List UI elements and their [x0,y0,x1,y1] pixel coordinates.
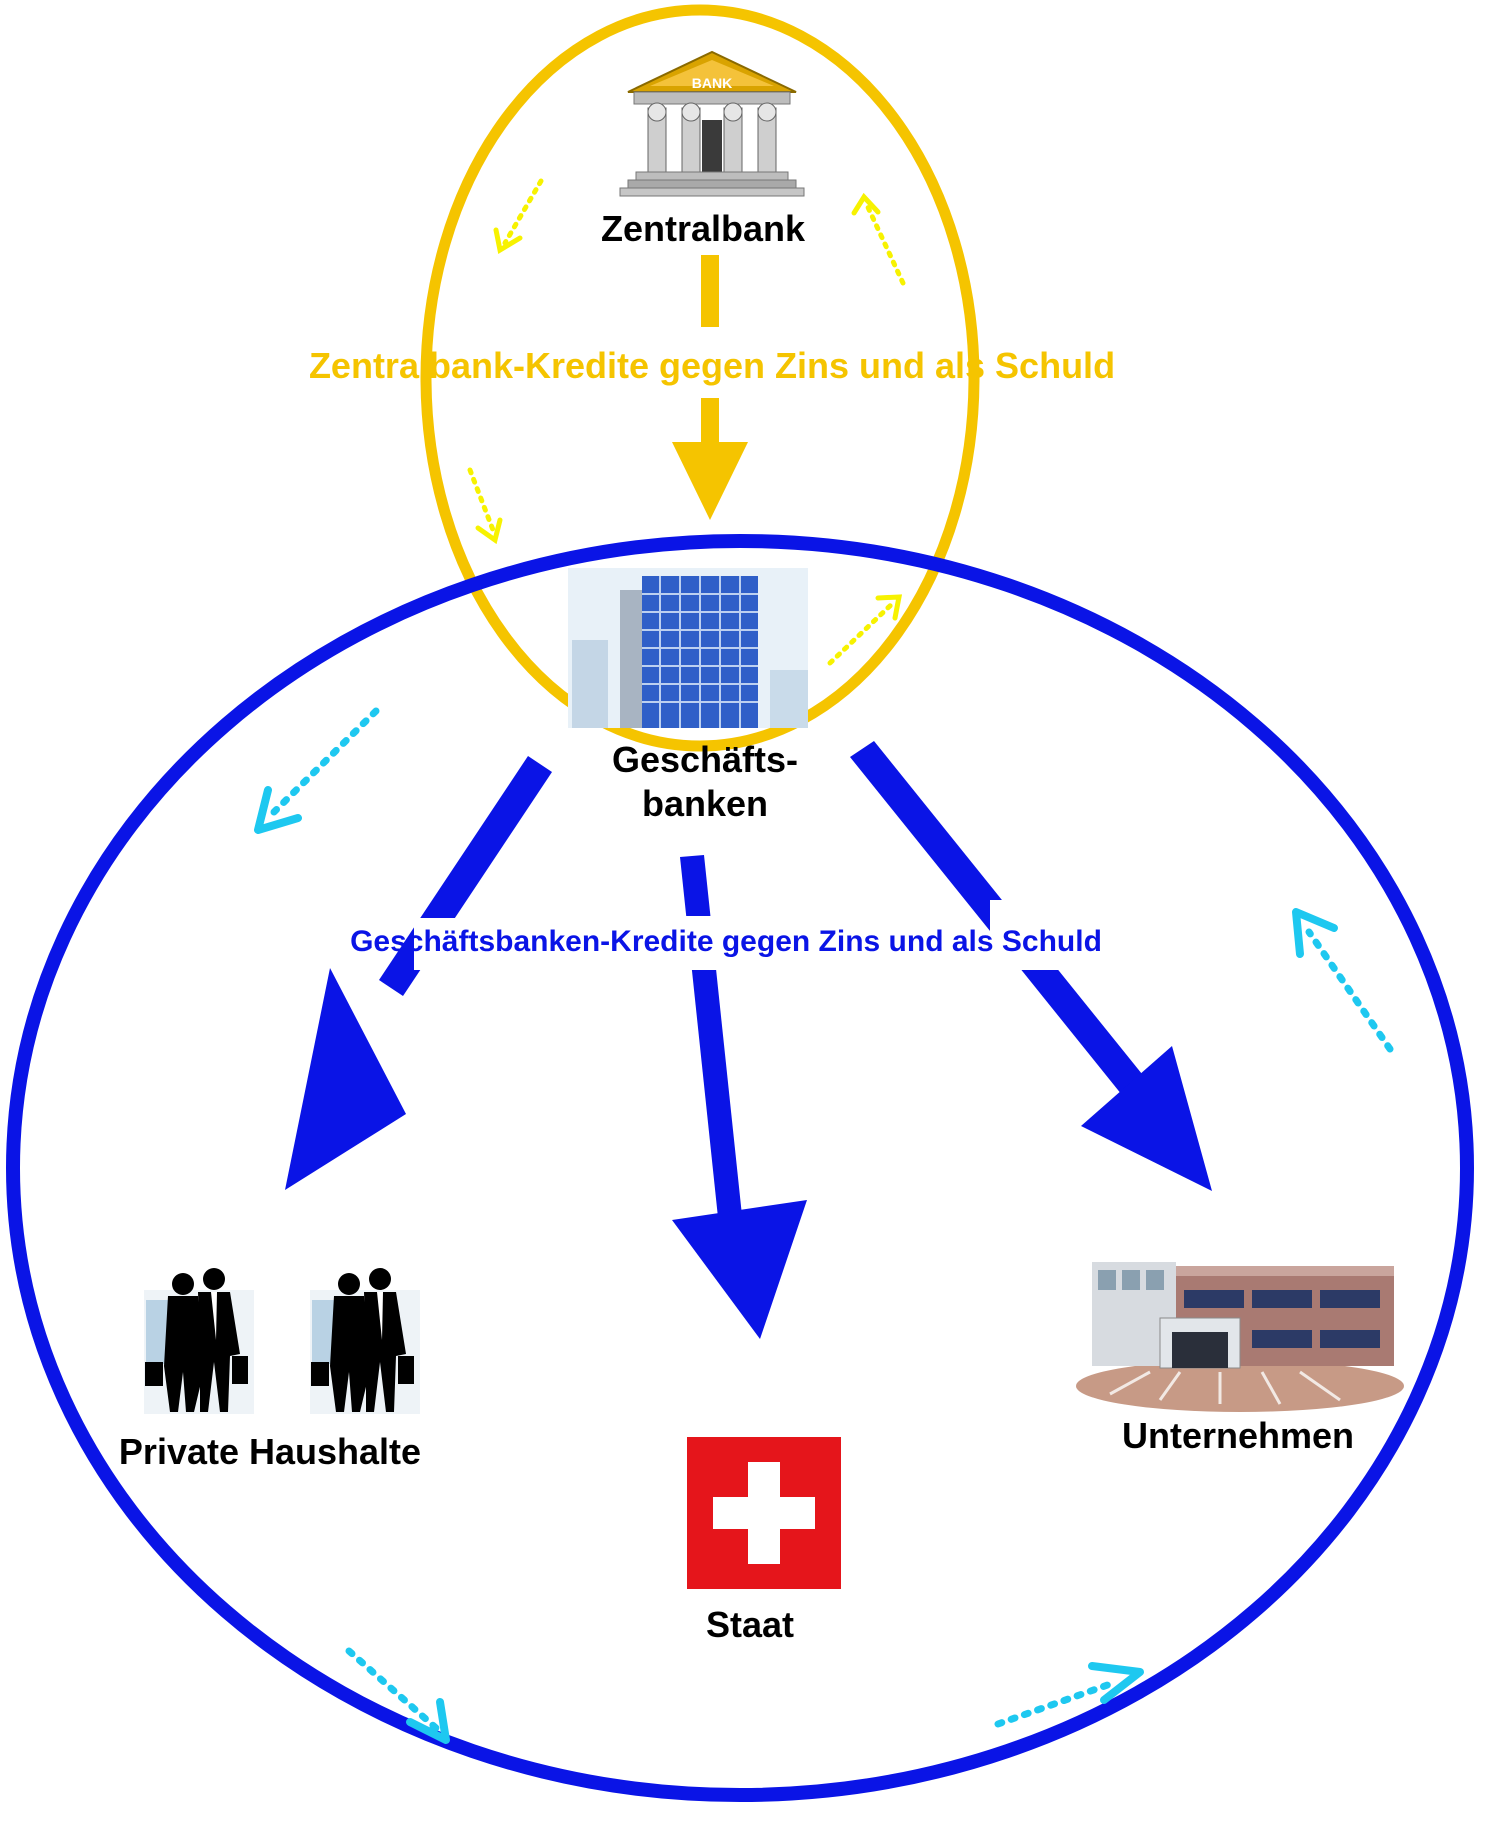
dotted-arrow-left [270,707,380,816]
commercial-banks-label-line1: Geschäfts- [612,739,798,780]
credit-arrow-households [285,756,552,1190]
commercial-dotted-arrowheads [254,786,1338,1744]
central-bank-credit-arrow [672,255,748,520]
dotted-arrow-top-left [502,178,544,246]
office-tower-icon [568,568,808,728]
central-bank-credit-label: Zentralbank-Kredite gegen Zins und als S… [309,345,1115,386]
bank-building-icon: BANK [619,50,805,197]
dotted-arrow-bottom-right [994,1678,1120,1728]
couple-right [310,1268,420,1414]
dotted-arrow-lower-right [827,600,896,666]
state-label: Staat [706,1604,794,1645]
dotted-arrow-right [1305,928,1394,1053]
commercial-bank-credit-label: Geschäftsbanken-Kredite gegen Zins und a… [350,925,1102,958]
couple-left [144,1268,254,1414]
companies-label: Unternehmen [1122,1415,1354,1456]
dotted-arrow-bottom-left [345,1647,440,1732]
central-bank-cycle [420,4,980,752]
commercial-bank-cycle [6,534,1474,1802]
business-people-icon [144,1268,420,1414]
swiss-flag-icon [687,1437,841,1589]
commercial-dotted-arrows [270,707,1394,1732]
bank-sign: BANK [692,75,732,91]
central-dotted-arrowheads [475,192,903,621]
dotted-arrow-mid-left [467,467,496,533]
company-building-icon [1076,1262,1404,1412]
commercial-banks-label-line2: banken [642,783,768,824]
central-dotted-arrows [467,178,906,666]
central-bank-label: Zentralbank [601,208,806,249]
households-label: Private Haushalte [119,1431,421,1472]
dotted-arrow-upper-right [863,200,906,286]
